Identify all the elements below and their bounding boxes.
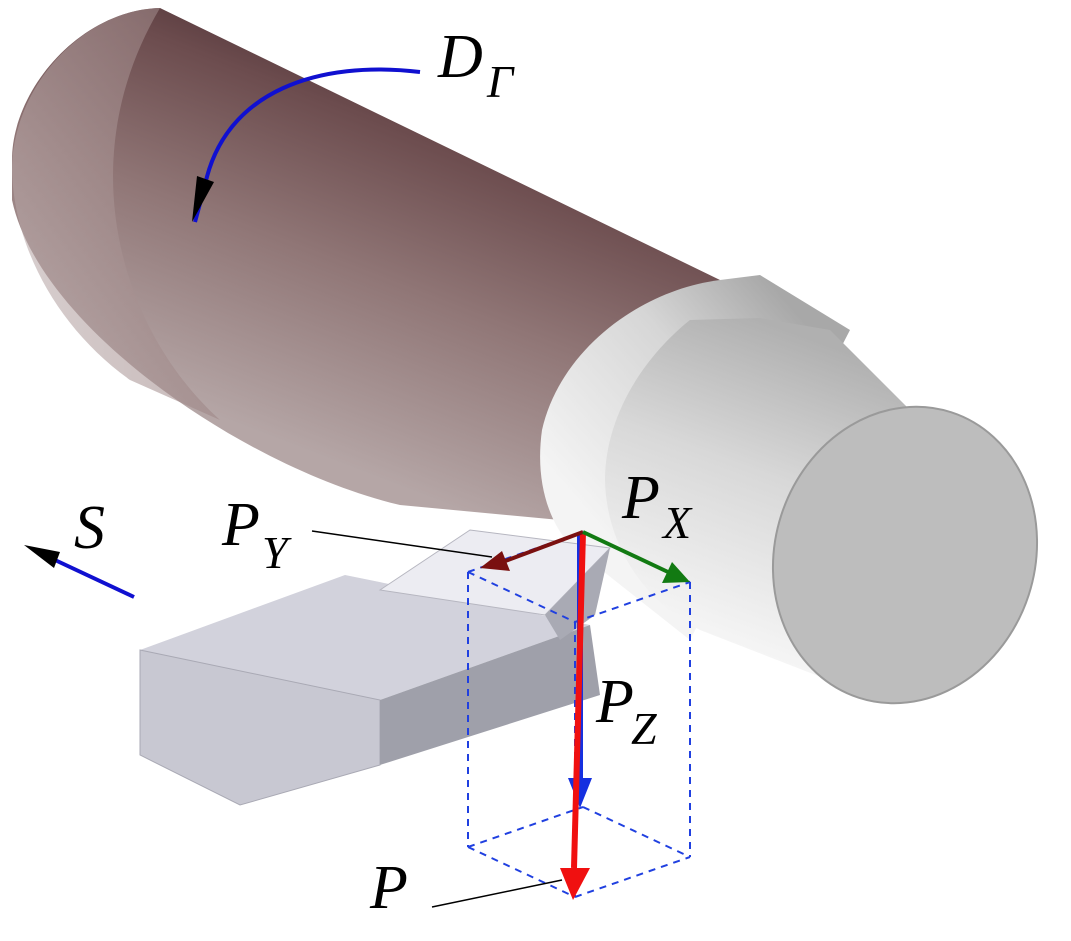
box-edge [574,856,691,898]
label-s: S [74,494,105,562]
py-leader-line [311,530,493,558]
box-edge [467,806,584,848]
label-pz-subscript: Z [631,703,657,754]
label-px: P [621,464,660,532]
workpiece-end-face [771,405,1039,705]
label-p: P [369,854,408,922]
workpiece-large-end [12,8,220,420]
label-px-subscript: X [661,497,693,548]
label-d-subscript: Г [486,56,515,107]
tool-shank-front [139,649,381,806]
feed-arrow [24,545,135,599]
force-py-arrow [480,530,584,571]
tool-shank-side [380,625,600,765]
force-p-arrow [560,531,590,900]
label-pz: P [595,668,634,736]
label-py-subscript: Y [262,527,292,578]
force-px-arrow [582,530,690,583]
box-edge [467,846,576,898]
box-edge [582,806,691,858]
rotation-arrow [192,67,421,223]
label-d: D [437,23,483,91]
label-py: P [221,491,260,559]
p-leader-line [431,879,563,908]
cutting-tool [139,529,612,806]
tool-shank-top [140,575,590,700]
box-edge [467,571,576,623]
workpiece [12,8,1039,705]
